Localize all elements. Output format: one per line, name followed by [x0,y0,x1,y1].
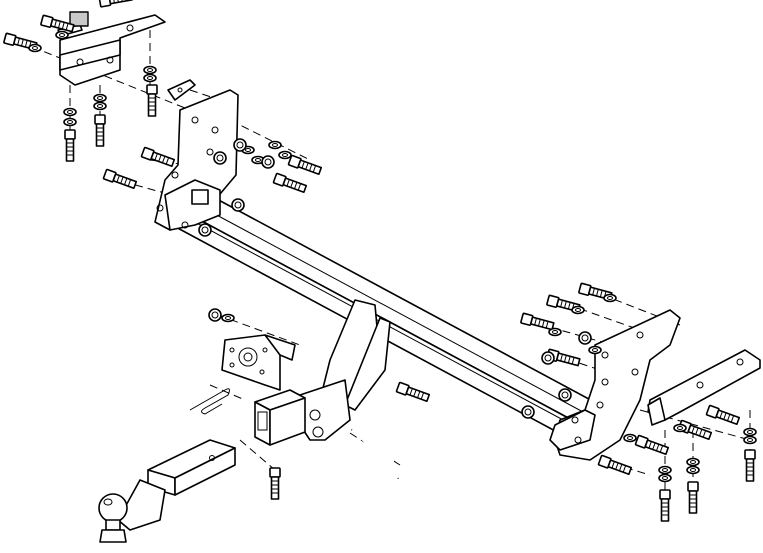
receiver-hitch [254,299,391,446]
left-plate [167,79,196,101]
left-side-bracket [154,89,239,231]
main-crossbar [171,189,601,441]
right-side-bracket [549,309,681,461]
tow-ball [98,493,128,543]
socket-plate-bracket [221,334,296,391]
ball-mount-drawbar [117,439,236,531]
hitch-pin-clip [189,388,230,415]
assembly-guide-lines [19,30,751,490]
bent-tube [350,427,401,480]
lower-right-extension-bracket [647,349,761,426]
